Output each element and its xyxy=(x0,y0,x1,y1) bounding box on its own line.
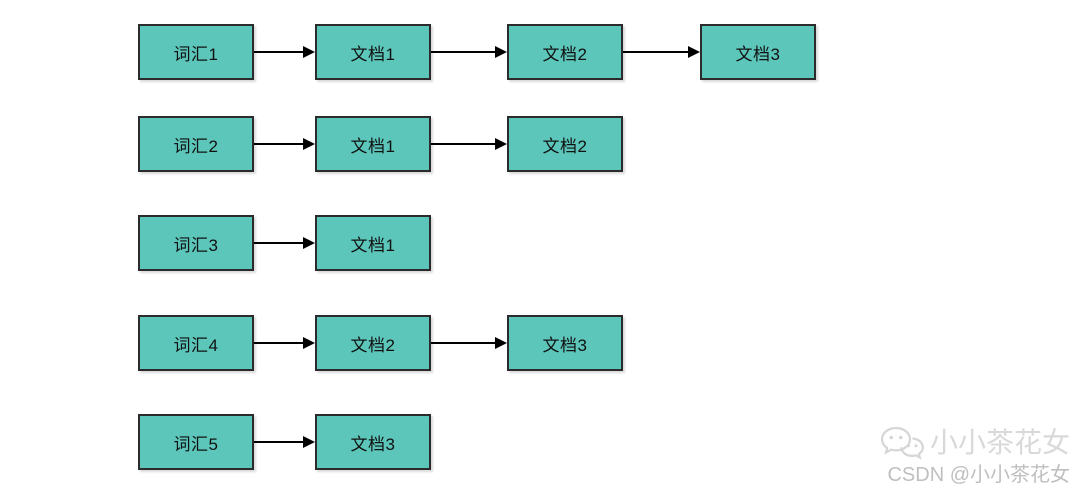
arrow-connector xyxy=(254,138,315,150)
watermark-author-text: 小小茶花女 xyxy=(929,426,1070,458)
doc-node: 文档3 xyxy=(315,414,431,470)
watermark-csdn-text: CSDN @小小茶花女 xyxy=(887,464,1070,486)
term-node: 词汇1 xyxy=(138,24,254,80)
wechat-icon xyxy=(879,425,925,461)
arrow-connector xyxy=(254,237,315,249)
doc-node: 文档1 xyxy=(315,116,431,172)
watermark-author-line: 小小茶花女 xyxy=(879,425,1070,461)
arrow-connector xyxy=(254,337,315,349)
doc-node: 文档3 xyxy=(507,315,623,371)
arrow-connector xyxy=(254,436,315,448)
arrow-connector xyxy=(254,46,315,58)
doc-node: 文档2 xyxy=(507,116,623,172)
doc-node: 文档1 xyxy=(315,24,431,80)
doc-node: 文档3 xyxy=(700,24,816,80)
arrow-connector xyxy=(623,46,700,58)
term-node: 词汇5 xyxy=(138,414,254,470)
term-node: 词汇4 xyxy=(138,315,254,371)
watermark: 小小茶花女 CSDN @小小茶花女 xyxy=(879,425,1070,487)
doc-node: 文档2 xyxy=(507,24,623,80)
doc-node: 文档1 xyxy=(315,215,431,271)
term-node: 词汇3 xyxy=(138,215,254,271)
term-node: 词汇2 xyxy=(138,116,254,172)
arrow-connector xyxy=(431,337,507,349)
arrow-connector xyxy=(431,46,507,58)
arrow-connector xyxy=(431,138,507,150)
doc-node: 文档2 xyxy=(315,315,431,371)
